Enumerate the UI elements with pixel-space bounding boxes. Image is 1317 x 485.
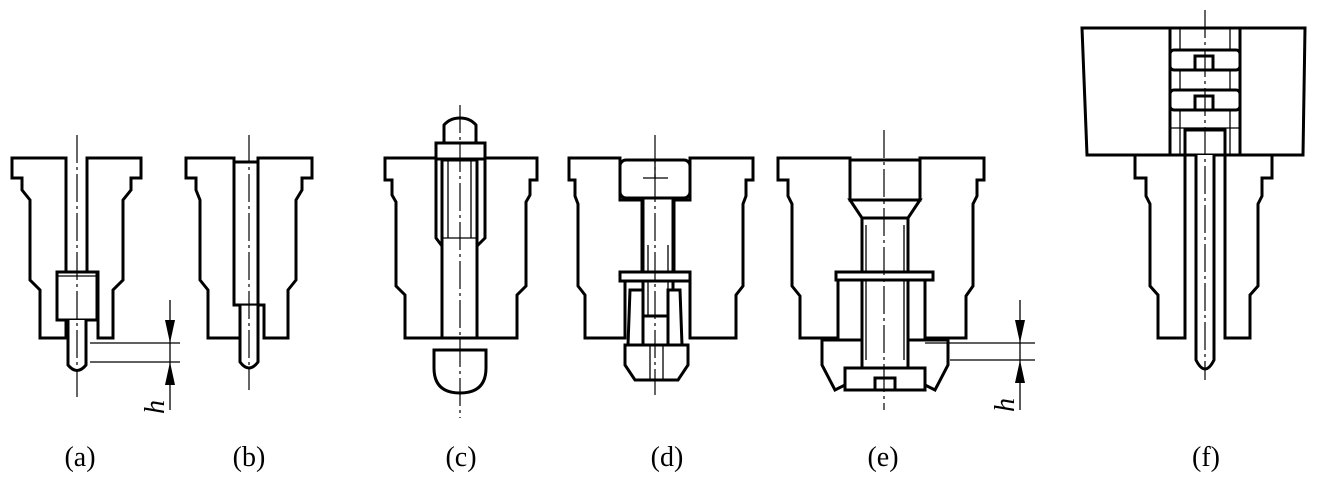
figure-label-c: (c) xyxy=(445,442,476,473)
figure-a: h xyxy=(10,135,180,414)
figure-c xyxy=(383,105,539,418)
figure-f xyxy=(1080,10,1307,380)
figure-label-e: (e) xyxy=(867,442,898,473)
figure-e: h xyxy=(776,130,1035,412)
figure-label-f: (f) xyxy=(1192,442,1220,473)
figure-b xyxy=(184,135,314,390)
figure-d xyxy=(567,135,755,395)
figure-label-d: (d) xyxy=(651,442,684,473)
dimension-label-a: h xyxy=(140,400,171,414)
figure-label-a: (a) xyxy=(64,442,95,473)
dimension-label-e: h xyxy=(990,398,1021,412)
figure-label-b: (b) xyxy=(233,442,266,473)
